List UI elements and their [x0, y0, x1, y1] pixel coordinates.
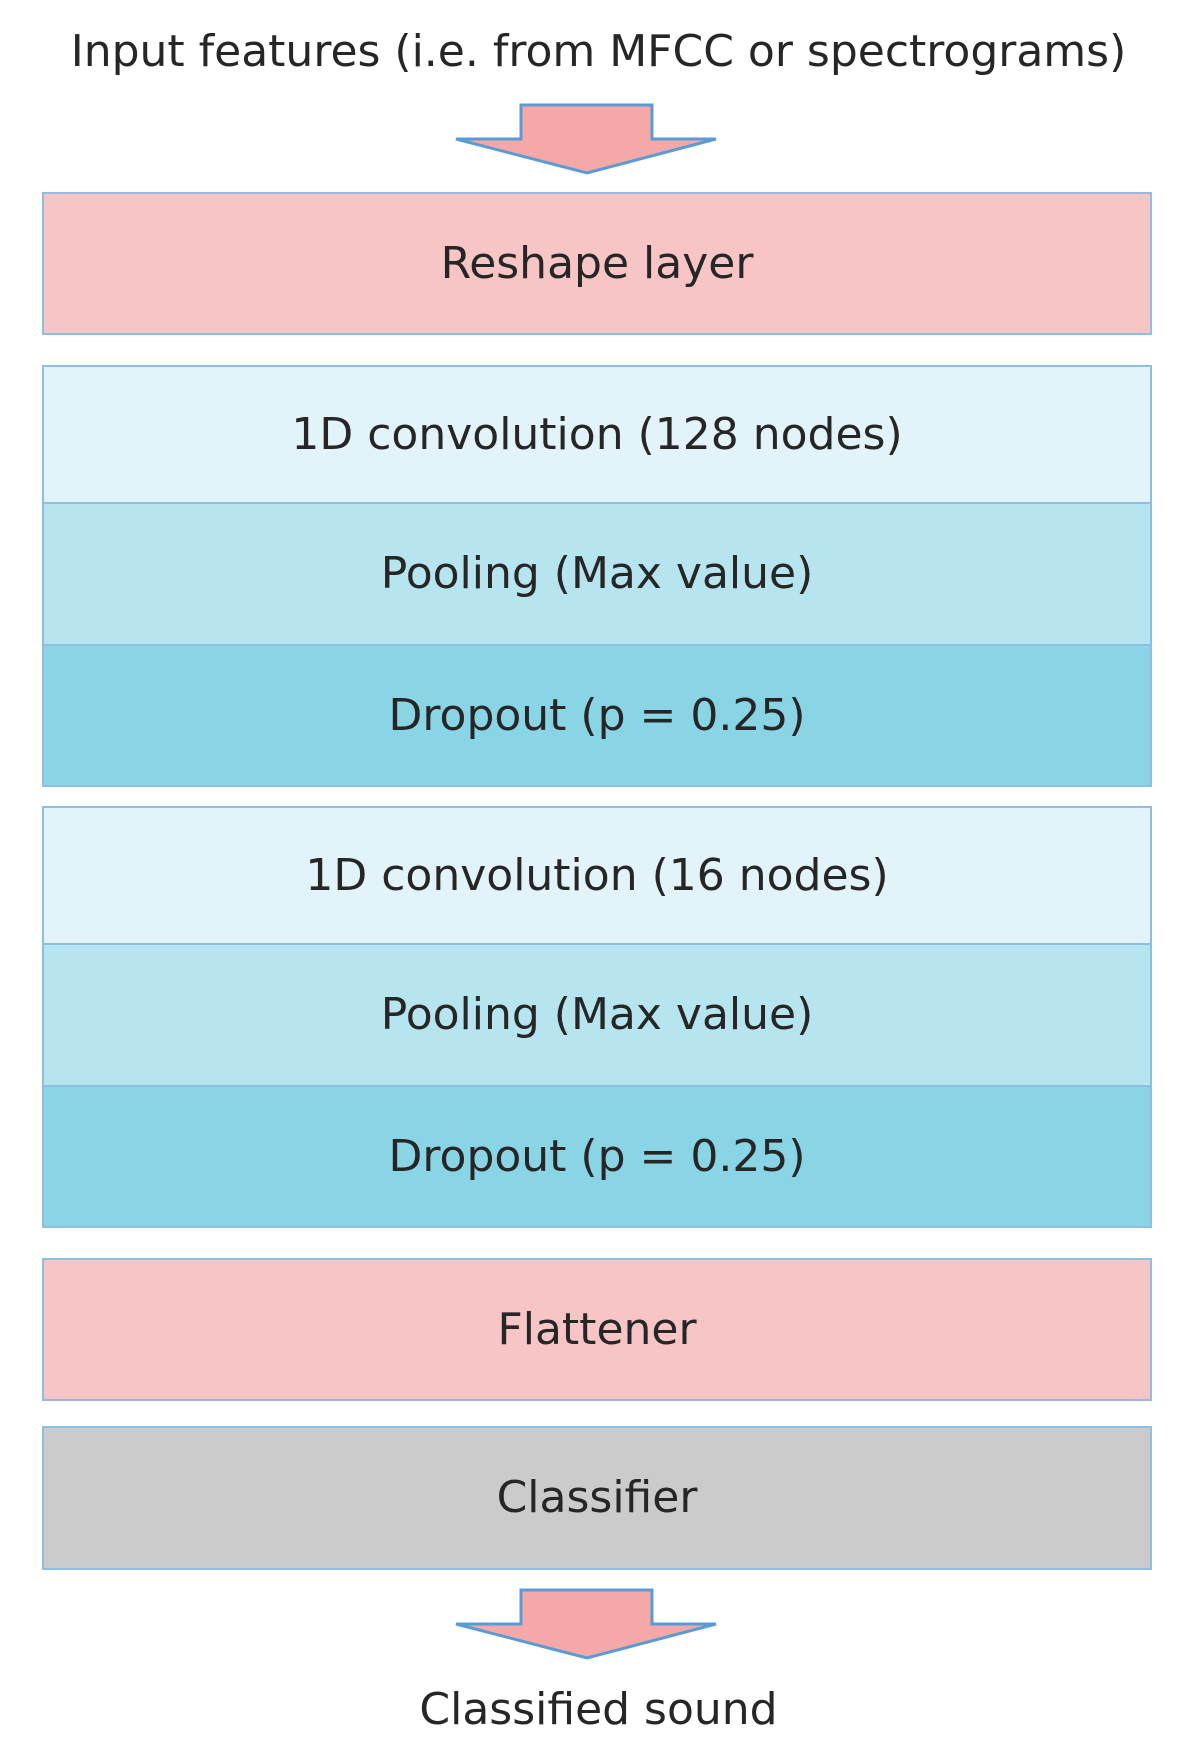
- pooling-layer: Pooling (Max value): [44, 504, 1150, 646]
- pooling-layer-label: Pooling (Max value): [380, 989, 814, 1040]
- pooling-layer-label: Pooling (Max value): [380, 548, 814, 599]
- pooling-layer: Pooling (Max value): [44, 945, 1150, 1087]
- dropout-layer-label: Dropout (p = 0.25): [388, 689, 806, 741]
- arrow-down-icon: [455, 1588, 717, 1660]
- conv-layer-16: 1D convolution (16 nodes): [44, 808, 1150, 945]
- conv-block-2: 1D convolution (16 nodes) Pooling (Max v…: [42, 806, 1152, 1228]
- classifier-layer-box: Classifier: [42, 1426, 1152, 1570]
- reshape-layer-label: Reshape layer: [440, 237, 754, 289]
- dropout-layer: Dropout (p = 0.25): [44, 1087, 1150, 1226]
- conv-block-1: 1D convolution (128 nodes) Pooling (Max …: [42, 365, 1152, 787]
- dropout-layer-label: Dropout (p = 0.25): [388, 1130, 806, 1182]
- input-caption: Input features (i.e. from MFCC or spectr…: [70, 26, 1127, 77]
- classifier-layer-label: Classifier: [496, 1472, 698, 1523]
- arrow-down-icon: [455, 103, 717, 175]
- dropout-layer: Dropout (p = 0.25): [44, 646, 1150, 785]
- flattener-layer-label: Flattener: [497, 1303, 697, 1355]
- reshape-layer-box: Reshape layer: [42, 192, 1152, 335]
- output-caption: Classified sound: [419, 1684, 778, 1735]
- conv-layer-label: 1D convolution (128 nodes): [291, 408, 903, 460]
- conv-layer-label: 1D convolution (16 nodes): [305, 849, 889, 901]
- conv-layer-128: 1D convolution (128 nodes): [44, 367, 1150, 504]
- flattener-layer-box: Flattener: [42, 1258, 1152, 1401]
